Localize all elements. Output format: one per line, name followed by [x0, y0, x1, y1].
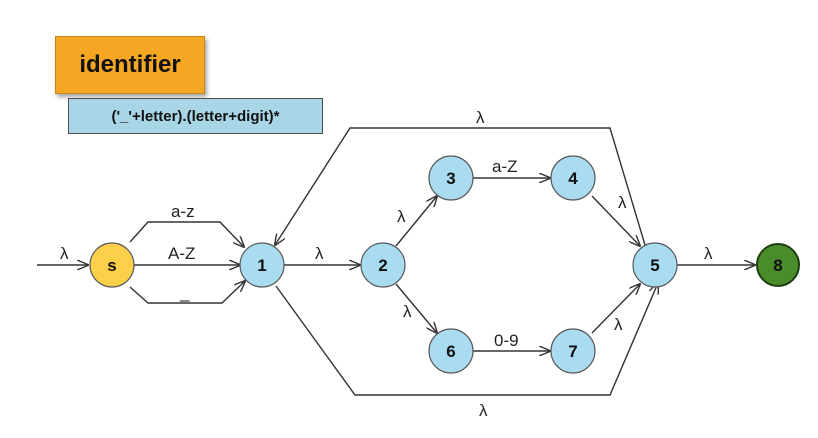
edge-s-1-top	[129, 221, 244, 247]
node-7-label: 7	[568, 342, 577, 361]
edge-label-2-3: λ	[397, 207, 406, 226]
title-box: identifier	[55, 36, 205, 94]
edge-label-in: λ	[60, 244, 69, 263]
edge-4-5	[591, 195, 640, 246]
edge-label-1-5-skip: λ	[479, 401, 488, 420]
node-5: 5	[632, 242, 678, 288]
edge-label-1-2: λ	[315, 244, 324, 263]
edge-2-6	[395, 283, 437, 333]
node-6: 6	[428, 328, 474, 374]
node-1: 1	[239, 242, 285, 288]
edge-label-2-6: λ	[403, 302, 412, 321]
edge-5-1-back	[275, 127, 646, 245]
edge-s-1-bot	[129, 281, 245, 304]
edge-label-4-5: λ	[618, 193, 627, 212]
node-s: s	[89, 242, 135, 288]
node-8-label: 8	[773, 256, 782, 275]
node-s-label: s	[107, 256, 116, 275]
edge-1-5-skip	[275, 283, 658, 396]
node-6-label: 6	[446, 342, 455, 361]
edge-label-5-1-back: λ	[476, 108, 485, 127]
node-5-label: 5	[650, 256, 659, 275]
edge-label-s-1-mid: A-Z	[168, 244, 195, 263]
edge-label-5-8: λ	[704, 244, 713, 263]
title-text: identifier	[79, 51, 181, 78]
edge-label-7-5: λ	[614, 315, 623, 334]
edge-7-5	[591, 284, 640, 334]
formula-text: ('_'+letter).(letter+digit)*	[111, 107, 280, 125]
node-3-label: 3	[446, 169, 455, 188]
node-4: 4	[550, 155, 596, 201]
node-3: 3	[428, 155, 474, 201]
edge-label-s-1-bot: _	[179, 283, 190, 302]
edge-label-3-4: a-Z	[492, 157, 518, 176]
node-1-label: 1	[257, 256, 266, 275]
node-2-label: 2	[378, 256, 387, 275]
node-8: 8	[756, 243, 800, 287]
edge-2-3	[395, 196, 437, 247]
edge-label-s-1-top: a-z	[171, 202, 195, 221]
node-7: 7	[550, 328, 596, 374]
formula-box: ('_'+letter).(letter+digit)*	[68, 98, 323, 134]
node-4-label: 4	[568, 169, 578, 188]
node-2: 2	[360, 242, 406, 288]
edge-label-6-7: 0-9	[494, 331, 519, 350]
